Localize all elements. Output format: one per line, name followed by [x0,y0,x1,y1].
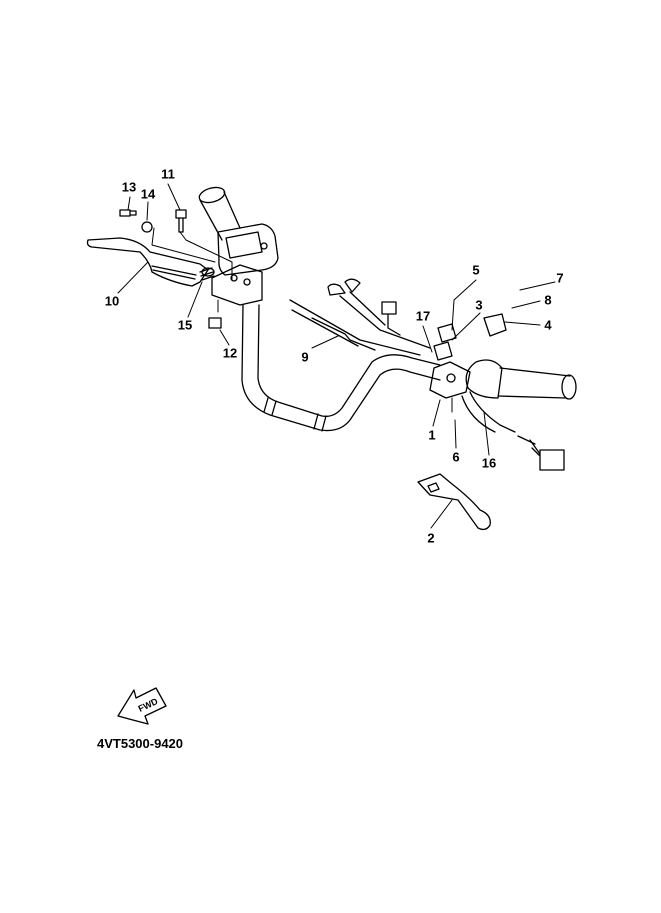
part-label-14: 14 [140,186,156,202]
part-label-2: 2 [427,530,435,546]
part-label-12: 12 [222,345,238,361]
part-label-16: 16 [481,455,497,471]
front-brake-lever [86,237,215,287]
part-label-7: 7 [556,270,564,286]
drawing-code: 4VT5300-9420 [97,736,184,751]
brake-master-cylinder [211,223,279,306]
part-label-8: 8 [544,292,552,308]
handlebar-switch [429,313,507,399]
part-label-1: 1 [428,427,436,443]
wire-harness [289,278,565,471]
part-label-15: 15 [177,317,193,333]
part-label-17: 17 [415,308,431,324]
part-label-4: 4 [544,317,552,333]
right-grip [497,367,577,400]
handlebar [241,304,441,432]
part-label-13: 13 [121,179,137,195]
part-label-6: 6 [452,449,460,465]
part-label-5: 5 [472,262,480,278]
clutch-lever [417,473,491,531]
part-label-9: 9 [301,349,309,365]
part-label-11: 11 [161,166,175,182]
fwd-arrow-icon [117,687,167,725]
leader-lines [117,183,556,529]
part-label-10: 10 [104,293,120,309]
part-label-3: 3 [475,297,483,313]
small-hardware [119,209,222,329]
